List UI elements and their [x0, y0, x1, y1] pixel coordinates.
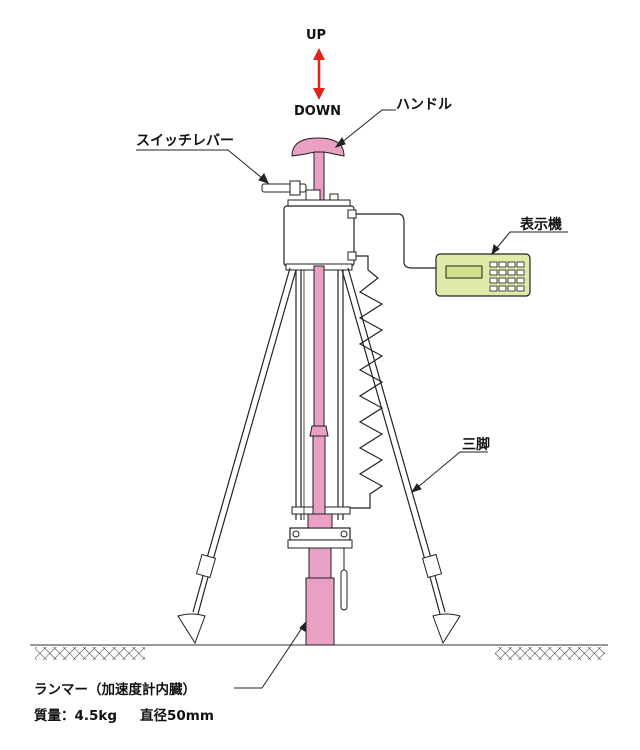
- handle-label: ハンドル: [396, 97, 452, 113]
- leader-lines: [136, 109, 568, 689]
- keypad: [489, 261, 525, 292]
- display-label: 表示機: [520, 217, 562, 233]
- tripod-label: 三脚: [462, 437, 490, 453]
- display-unit: [435, 253, 531, 297]
- coiled-cable: [350, 255, 384, 509]
- tripod: [177, 267, 461, 645]
- up-label: UP: [306, 28, 327, 43]
- switch-lever-label: スイッチレバー: [136, 133, 234, 149]
- rammer-label: ランマー（加速度計内臓）: [34, 682, 196, 698]
- ground: [30, 644, 608, 660]
- display-cable: [356, 213, 436, 269]
- rammer: [305, 513, 335, 646]
- clamp-plate: [287, 527, 353, 549]
- pendulum-indicator: [340, 548, 348, 611]
- head-housing: [283, 199, 357, 271]
- up-down-arrow: [313, 48, 325, 100]
- down-label: DOWN: [294, 104, 342, 119]
- guide-rod: [309, 265, 329, 517]
- spec-diameter: 直径50mm: [140, 708, 214, 724]
- switch-lever: [261, 180, 339, 203]
- spec-mass: 質量：4.5kg: [34, 708, 118, 724]
